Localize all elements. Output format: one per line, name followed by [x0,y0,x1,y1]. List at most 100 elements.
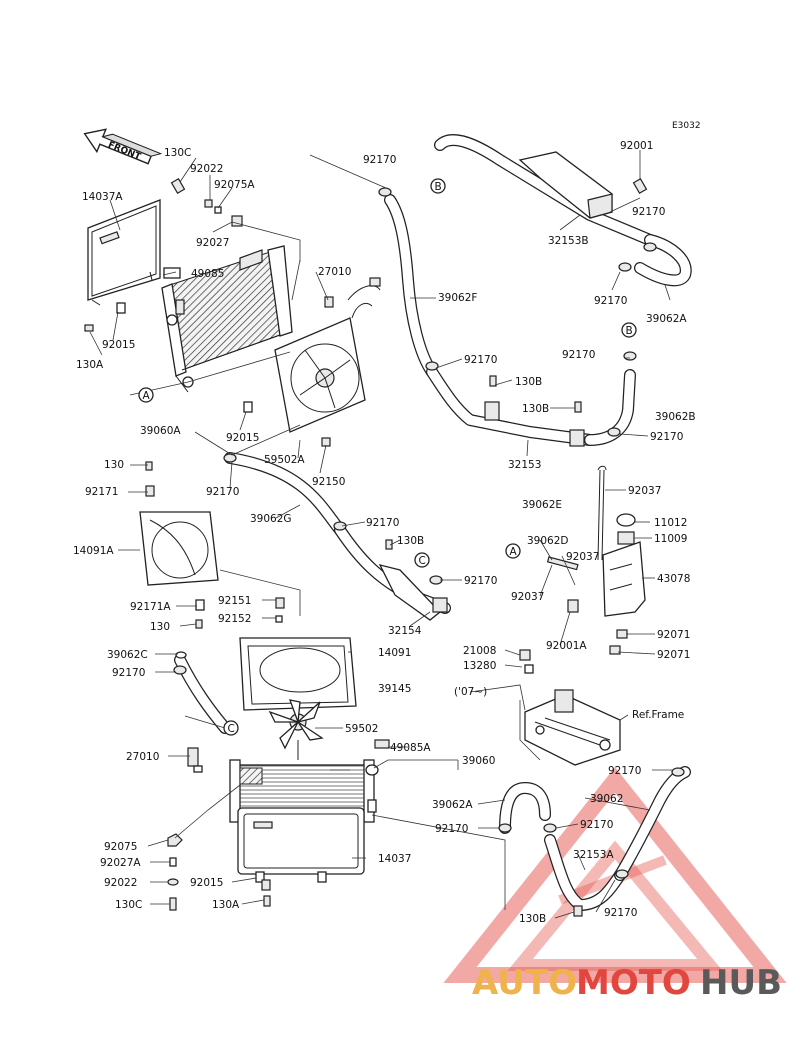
label-39062g: 39062G [250,513,292,525]
watermark-triangle-inner [507,840,723,971]
small-fasteners-lower [167,833,183,911]
circle-ref-a-left-text: A [143,390,151,402]
label-130a-b: 130A [212,899,240,911]
hose-39062f [384,194,438,378]
label-49085: 49085 [191,268,224,280]
label-92170-mid: 92170 [464,354,497,366]
watermark-moto: MOTO [576,963,691,1003]
label-130-b: 130 [150,621,170,633]
radiator-screen-14037 [237,807,365,907]
label-92022-top: 92022 [190,163,223,175]
label-130c-top: 130C [164,147,191,159]
label-92170-k: 92170 [435,823,468,835]
label-49085a: 49085A [390,742,431,754]
label-92170-g: 92170 [366,517,399,529]
label-130b-2: 130B [522,403,549,415]
label-92171a: 92171A [130,601,171,613]
pipe-32153 [426,366,596,447]
label-32153: 32153 [508,459,541,471]
circle-ref-a-mid: A [505,543,521,559]
label-92075a: 92075A [214,179,255,191]
label-39062d: 39062D [527,535,569,547]
label-43078: 43078 [657,573,690,585]
year-note: ('07~) [454,686,487,698]
label-14091a: 14091A [73,545,114,557]
pipe-32153a [543,823,626,917]
hose-clamps-upper [378,177,657,437]
label-39062: 39062 [590,793,623,805]
hose-39062g [224,452,346,536]
label-32153b: 32153B [548,235,589,247]
label-130b-1: 130B [515,376,542,388]
label-39145: 39145 [378,683,411,695]
label-92027a: 92027A [100,857,141,869]
label-92170-h: 92170 [464,575,497,587]
label-39062a-r: 39062A [646,313,687,325]
label-130-a: 130 [104,459,124,471]
pipe-32153b [434,134,656,246]
label-92027: 92027 [196,237,229,249]
label-39062c: 39062C [107,649,148,661]
label-92037-a: 92037 [628,485,661,497]
label-92170-i: 92170 [112,667,145,679]
label-130c-b: 130C [115,899,142,911]
circle-ref-b-top-text: B [435,181,442,193]
watermark-auto: AUTO [472,963,577,1003]
label-21008: 21008 [463,645,496,657]
circle-ref-b-right-text: B [626,325,633,337]
ref-frame-label: Ref.Frame [632,709,684,721]
label-92170-l: 92170 [580,819,613,831]
circle-ref-a-left: A [138,387,154,403]
label-59502: 59502 [345,723,378,735]
label-92071-a: 92071 [657,629,690,641]
reservoir-tank-43078 [546,465,646,655]
label-27010-b: 27010 [126,751,159,763]
fan-shroud-14091a [139,461,219,629]
watermark-hub: HUB [700,963,782,1003]
label-92037-b: 92037 [566,551,599,563]
label-11009: 11009 [654,533,687,545]
circle-ref-c-mid: C [414,552,430,568]
diagram-code: E3032 [672,121,701,131]
label-39062b: 39062B [655,411,696,423]
watermark-triangle-outer [443,767,787,983]
fan-blade-59502 [268,699,324,760]
hose-39062c [173,651,231,734]
label-130b-b: 130B [519,913,546,925]
label-32153a: 32153A [573,849,614,861]
radiator-upper [161,245,293,393]
label-32154: 32154 [388,625,422,637]
label-11012: 11012 [654,517,687,529]
circle-ref-c-low: C [223,720,239,736]
label-39062f: 39062F [438,292,477,304]
label-92170-top: 92170 [363,154,396,166]
label-92022-b: 92022 [104,877,137,889]
circle-ref-a-mid-text: A [510,546,518,558]
label-14037: 14037 [378,853,411,865]
label-92071-b: 92071 [657,649,690,661]
circle-ref-c-mid-text: C [419,555,426,567]
small-fasteners-upper [84,177,334,447]
circle-ref-b-top: B [430,178,446,194]
label-92170-r: 92170 [594,295,627,307]
front-direction-arrow: FRONT [83,128,163,165]
label-92151: 92151 [218,595,251,607]
label-130b-3: 130B [397,535,424,547]
hose-39062 [614,766,691,881]
label-13280: 13280 [463,660,496,672]
label-92015-l: 92015 [102,339,135,351]
label-27010-top: 27010 [318,266,351,278]
label-92150: 92150 [312,476,345,488]
label-14037a: 14037A [82,191,123,203]
frame-reference [519,649,621,766]
label-39060a: 39060A [140,425,181,437]
pipe-32154 [223,453,451,621]
label-130a-l: 130A [76,359,104,371]
label-92037-c: 92037 [511,591,544,603]
label-92170-rr: 92170 [650,431,683,443]
radiator-screen-14037a [87,199,161,306]
label-92001: 92001 [620,140,653,152]
label-39062e: 39062E [522,499,562,511]
